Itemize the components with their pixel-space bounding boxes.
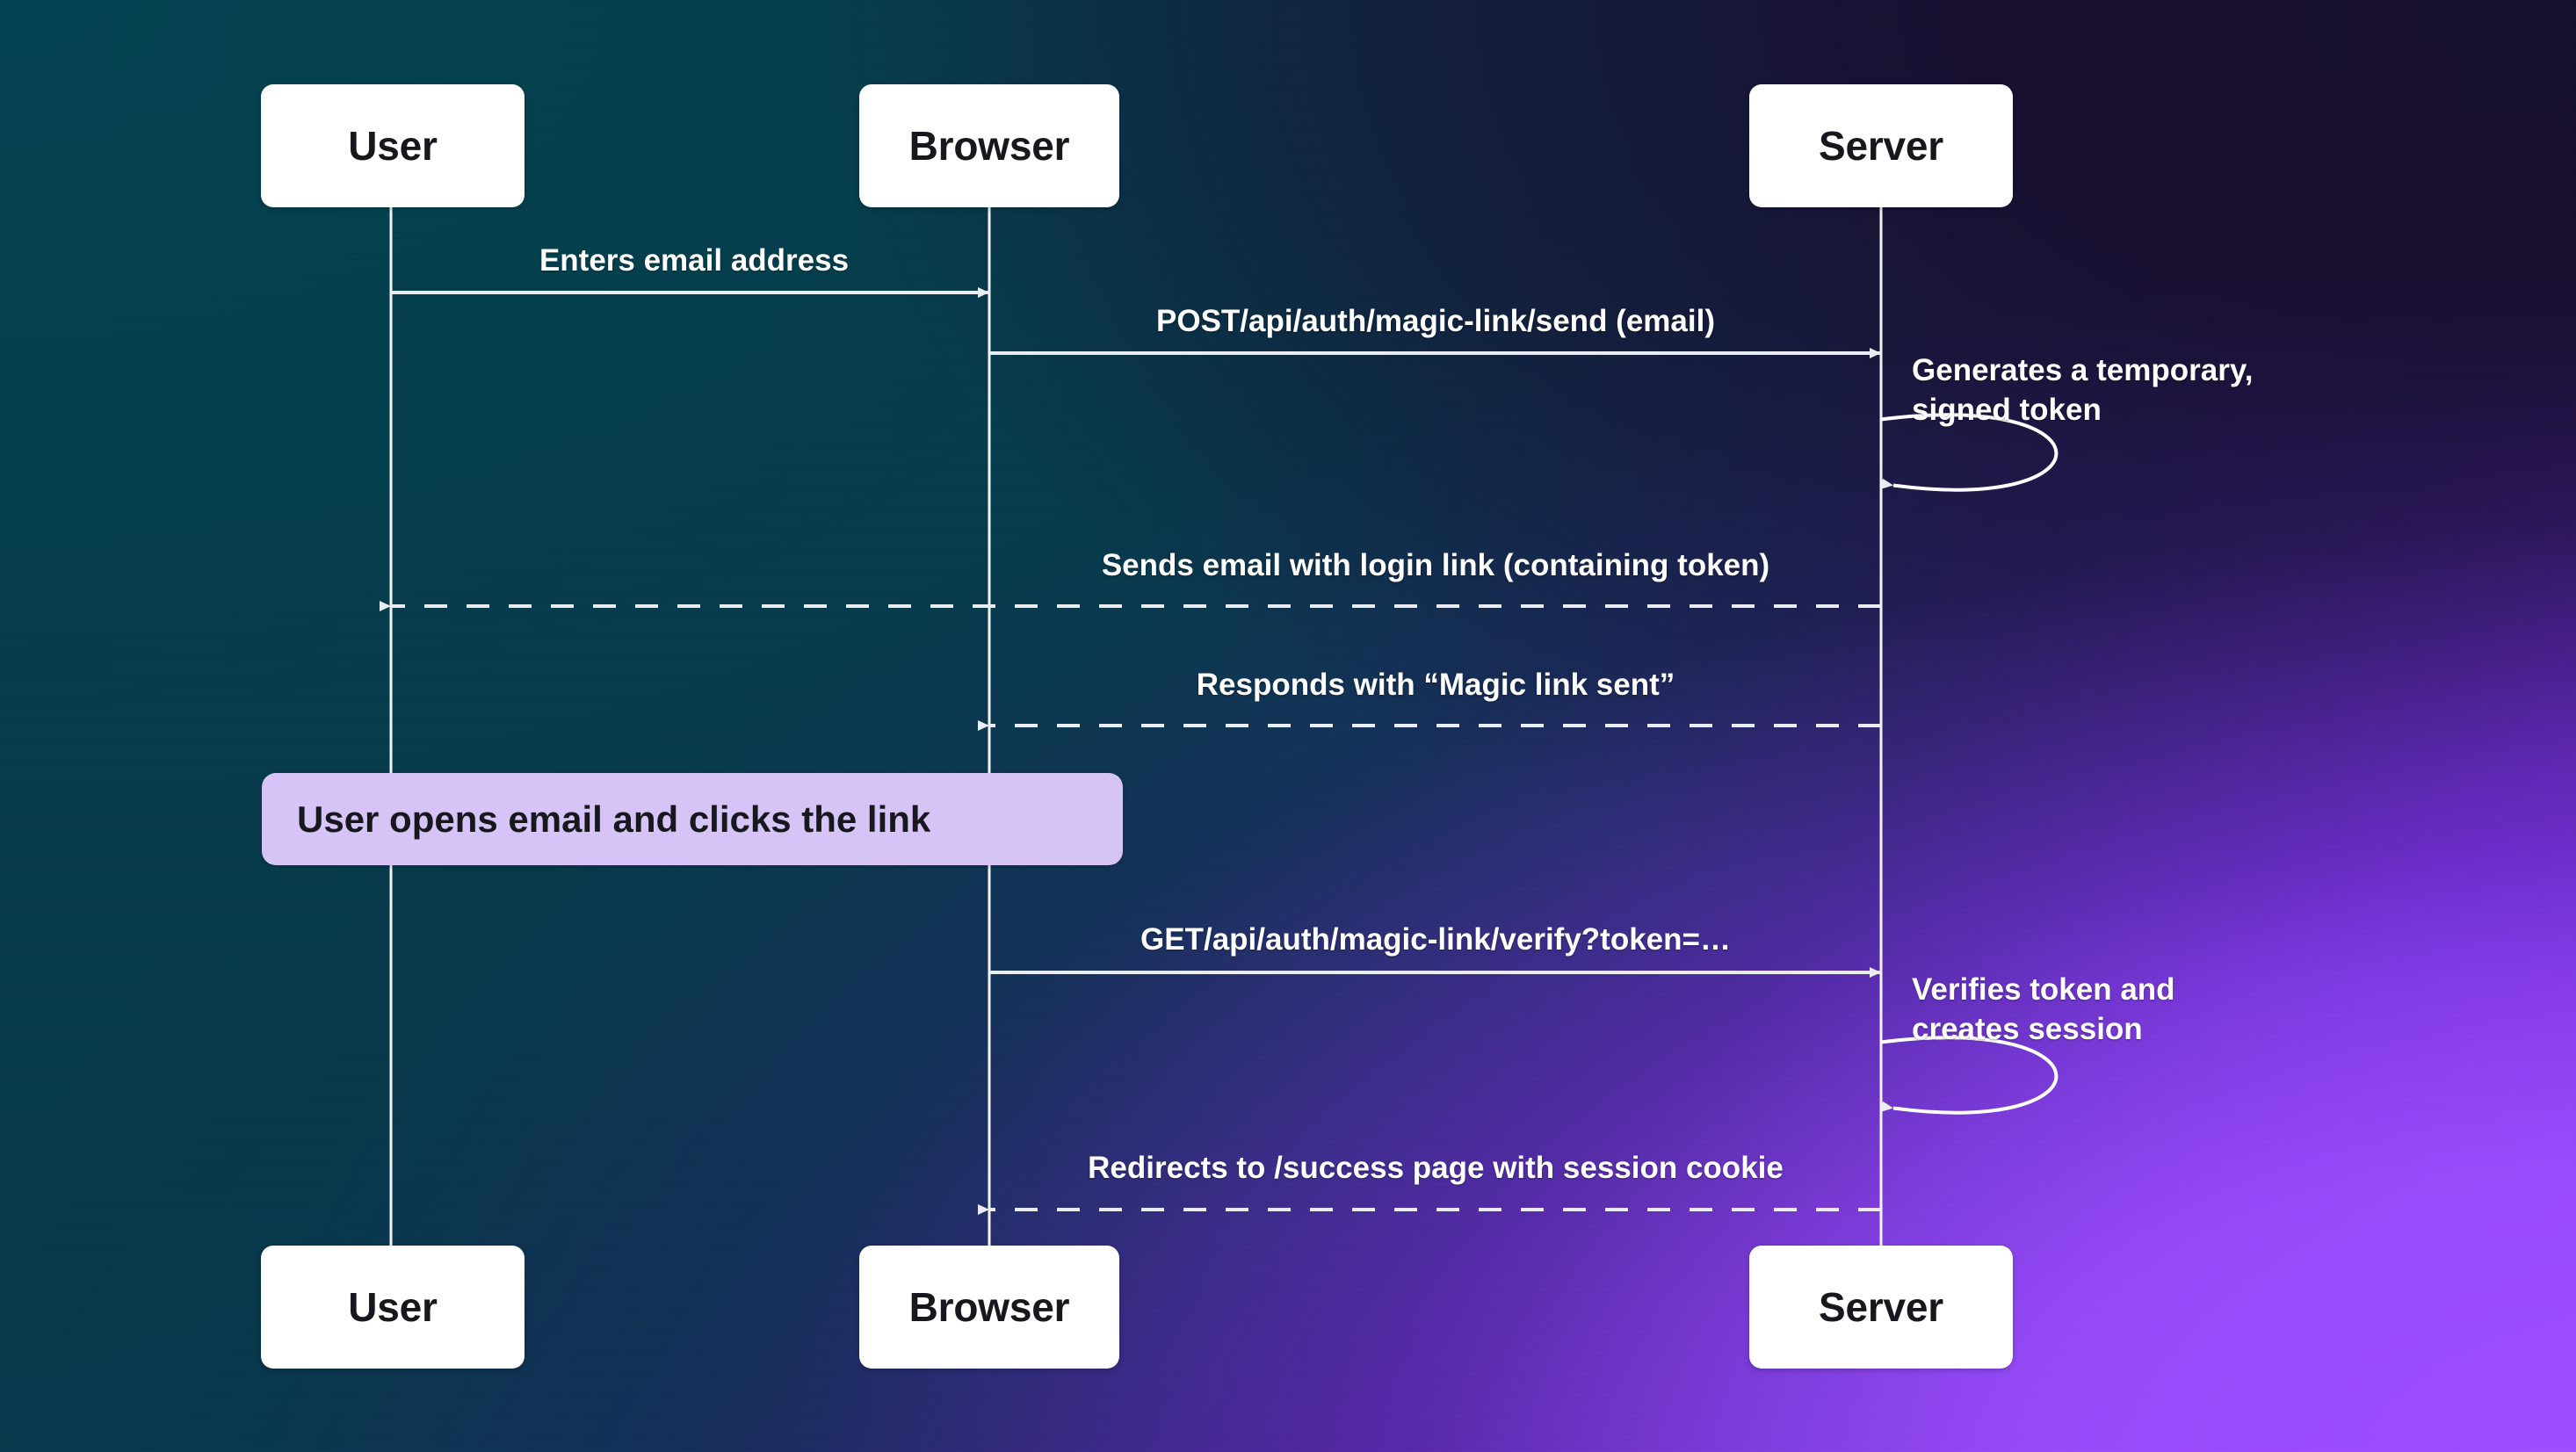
self-loop-s1 xyxy=(1880,413,2059,492)
participant-box-bottom-server[interactable]: Server xyxy=(1749,1246,2013,1369)
participant-box-bottom-user[interactable]: User xyxy=(261,1246,525,1369)
self-message-label-line: Generates a temporary, xyxy=(1912,353,2254,387)
self-message-label-line: creates session xyxy=(1912,1011,2143,1046)
self-loop-s2 xyxy=(1880,1036,2059,1115)
self-message-label-line: signed token xyxy=(1912,392,2102,427)
participant-box-top-browser[interactable]: Browser xyxy=(859,84,1119,207)
self-message-label-line: Verifies token and xyxy=(1912,972,2175,1007)
message-label-m5: GET/api/auth/magic-link/verify?token=… xyxy=(1140,922,1731,957)
self-message-label-s1: Generates a temporary, signed token xyxy=(1912,351,2253,430)
self-message-loops-group xyxy=(1880,413,2059,1115)
message-label-m3: Sends email with login link (containing … xyxy=(1101,548,1770,582)
self-message-label-s2: Verifies token and creates session xyxy=(1912,971,2175,1050)
message-label-m2: POST/api/auth/magic-link/send (email) xyxy=(1156,304,1715,338)
participant-box-top-server[interactable]: Server xyxy=(1749,84,2013,207)
note-box-n1[interactable]: User opens email and clicks the link xyxy=(262,773,1123,865)
message-label-m1: Enters email address xyxy=(539,243,850,278)
message-label-m6: Redirects to /success page with session … xyxy=(1088,1151,1784,1185)
participant-box-bottom-browser[interactable]: Browser xyxy=(859,1246,1119,1369)
participant-box-top-user[interactable]: User xyxy=(261,84,525,207)
message-label-m4: Responds with “Magic link sent” xyxy=(1196,668,1675,702)
message-lines-group xyxy=(380,287,1881,1215)
